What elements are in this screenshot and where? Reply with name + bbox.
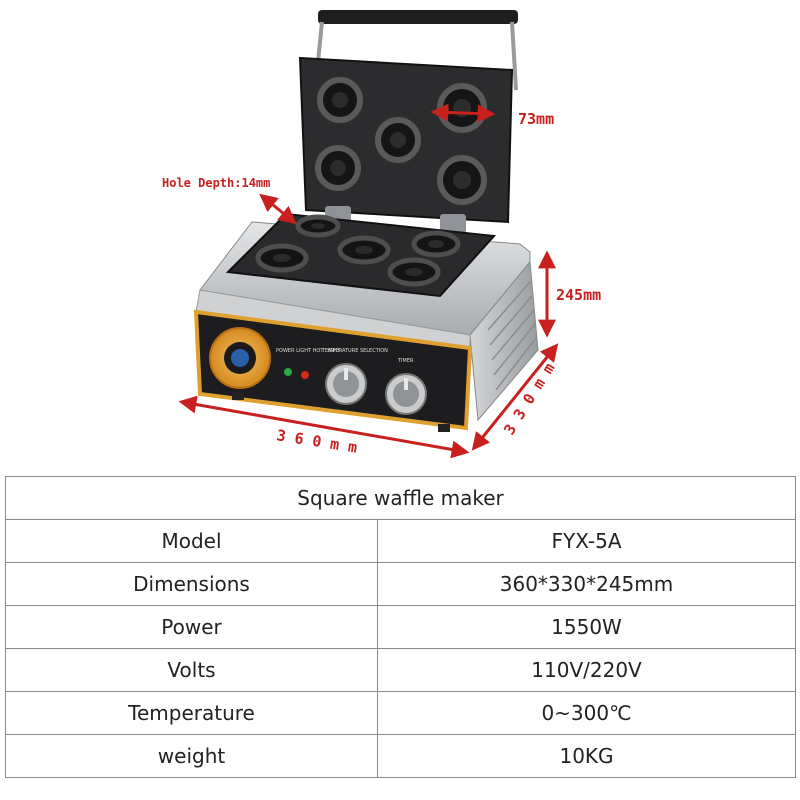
table-row: Dimensions 360*330*245mm [5, 562, 797, 606]
ring-diameter-label: 73mm [518, 110, 554, 128]
hole-depth-label: Hole Depth:14mm [162, 176, 270, 190]
table-row: Model FYX-5A [5, 519, 797, 563]
table-row: weight 10KG [5, 734, 797, 778]
row-label: Model [5, 519, 378, 563]
upper-plate [298, 56, 514, 224]
panel-label-timer: TIMER [397, 358, 414, 364]
row-label: Power [5, 605, 378, 649]
height-label: 245mm [556, 286, 601, 304]
waffle-maker-product-image: POWER LIGHT HOT LIGHT TEMPERATURE SELECT… [162, 10, 601, 459]
dimension-ring-diameter: 73mm [430, 103, 554, 128]
table-row: Power 1550W [5, 605, 797, 649]
row-label: Temperature [5, 691, 378, 735]
table-title: Square waffle maker [4, 476, 797, 520]
row-label: Volts [5, 648, 378, 692]
dimension-hole-depth: Hole Depth:14mm [162, 176, 297, 225]
row-label: weight [5, 734, 378, 778]
table-row: Temperature 0~300℃ [5, 691, 797, 735]
row-value: FYX-5A [376, 519, 797, 563]
row-value: 10KG [376, 734, 797, 778]
lid-handle [316, 10, 518, 91]
hot-light [301, 371, 309, 379]
timer-knob[interactable] [385, 373, 427, 415]
panel-label-lights: POWER LIGHT HOT LIGHT [276, 348, 341, 354]
panel-label-temperature: TEMPERATURE SELECTION [321, 348, 388, 354]
lower-plate [225, 212, 497, 298]
power-light [284, 368, 292, 376]
spec-table: Square waffle maker Model FYX-5A Dimensi… [4, 476, 797, 778]
table-title-row: Square waffle maker [4, 476, 797, 520]
table-row: Volts 110V/220V [5, 648, 797, 692]
dimension-height: 245mm [538, 250, 601, 338]
temperature-knob[interactable] [325, 363, 367, 405]
row-value: 360*330*245mm [376, 562, 797, 606]
row-value: 110V/220V [376, 648, 797, 692]
row-value: 0~300℃ [376, 691, 797, 735]
row-value: 1550W [376, 605, 797, 649]
row-label: Dimensions [5, 562, 378, 606]
